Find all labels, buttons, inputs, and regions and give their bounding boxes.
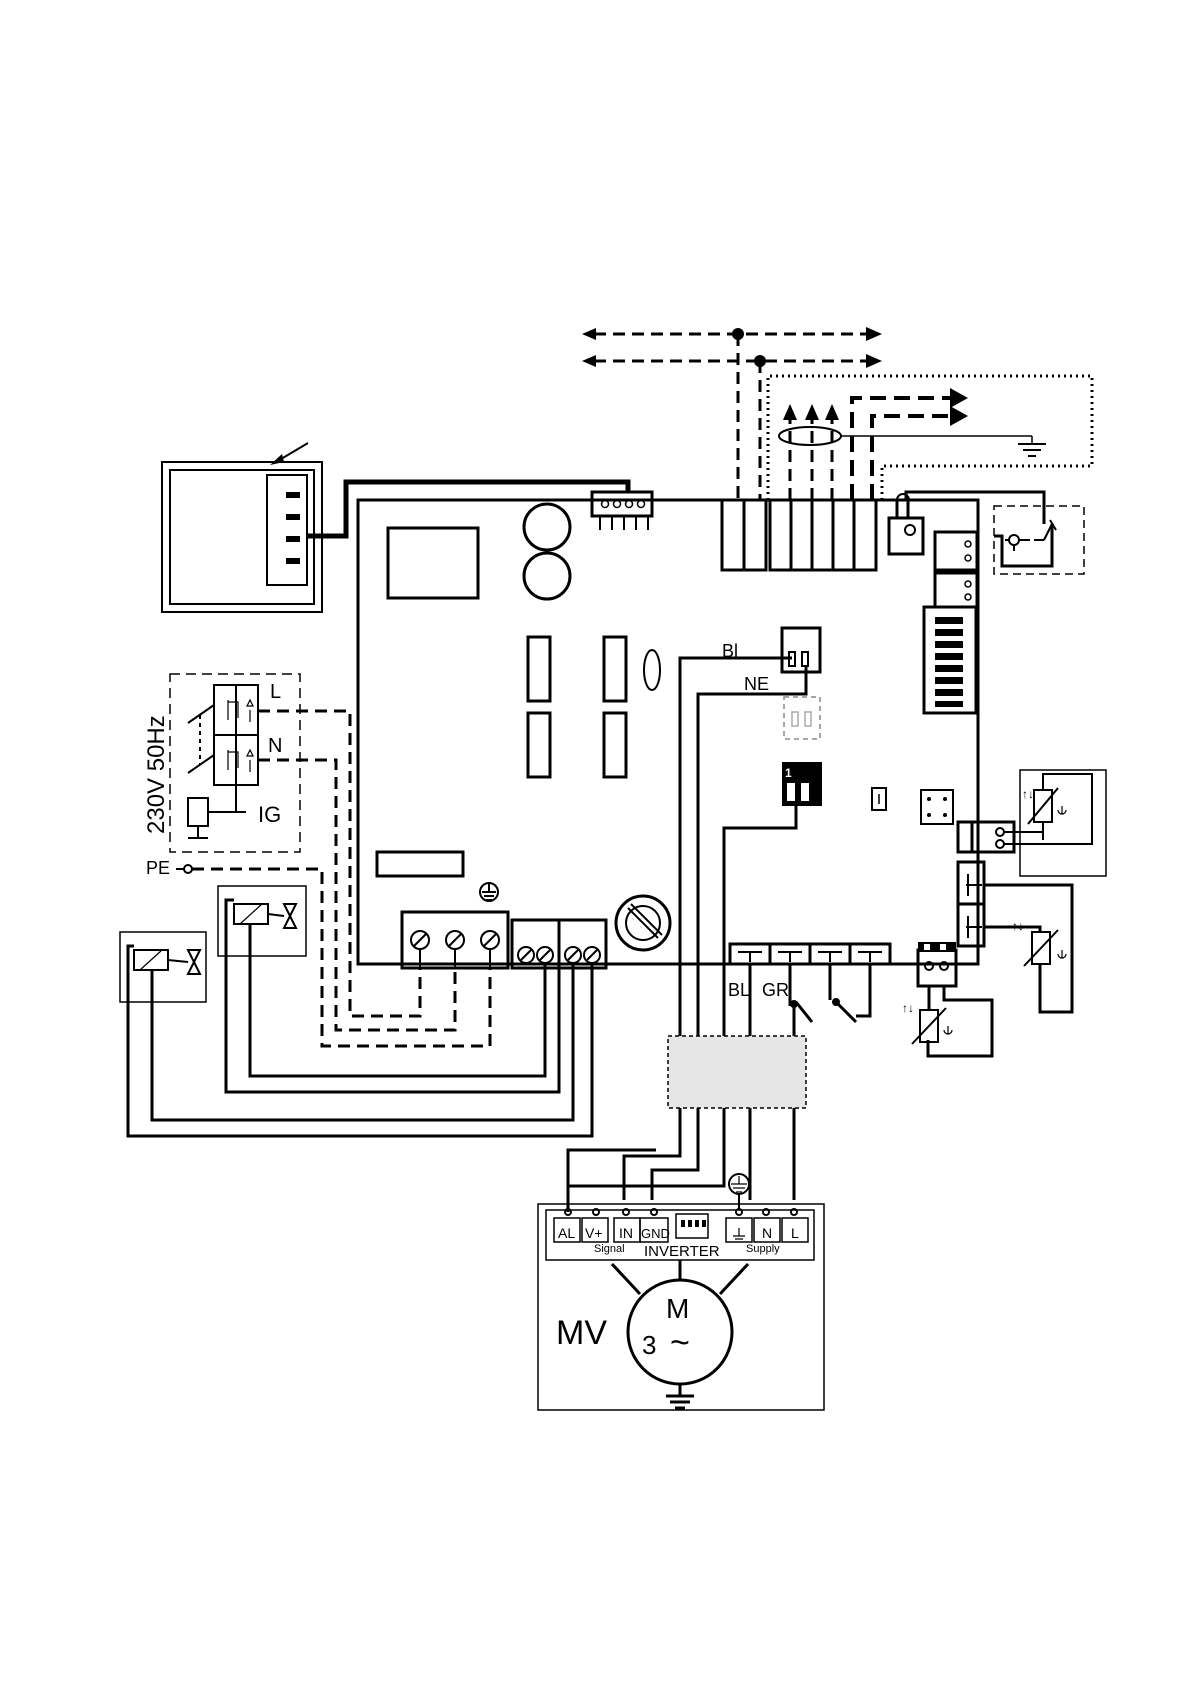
line-label: L: [270, 681, 281, 703]
inverter-title: INVERTER: [644, 1243, 720, 1260]
connector-socket: [935, 532, 977, 570]
jumper-one-label: 1: [785, 766, 792, 780]
capacitor: [524, 553, 570, 599]
thermistor-wire: [984, 885, 1072, 1012]
motor-phases-label: 3: [642, 1330, 656, 1360]
terminal-gnd-label: GND: [641, 1226, 670, 1241]
header-connector: [921, 790, 953, 824]
connector-socket: [935, 573, 977, 607]
svg-text:↑↓: ↑↓: [902, 1001, 914, 1015]
pressure-switch-icon: [994, 506, 1084, 574]
sensor-cable: [872, 416, 955, 500]
relay: [528, 713, 550, 777]
signal-group-label: Signal: [594, 1243, 625, 1255]
flow-arrows: [582, 327, 882, 500]
relay: [604, 713, 626, 777]
motor-ac-label: ~: [670, 1324, 690, 1362]
gr-label: GR: [762, 980, 789, 1000]
main-switch: L N IG: [170, 674, 300, 852]
bl-bottom-label: BL: [728, 980, 750, 1000]
relay: [528, 637, 550, 701]
terminal-in-label: IN: [619, 1225, 633, 1241]
sensor-cable: [852, 398, 955, 500]
al-alarm-wire: [568, 1150, 656, 1212]
supply-group-label: Supply: [746, 1243, 780, 1255]
motor-icon: M 3 ~: [612, 1260, 748, 1408]
terminal-l-label: L: [791, 1225, 799, 1241]
pe-wire: [192, 869, 490, 1046]
fan-connectors: [730, 944, 890, 964]
ne-label: NE: [744, 674, 769, 694]
top-terminal-block: [722, 500, 876, 570]
pe-label: PE: [146, 858, 170, 878]
inverter-motor-unit: AL V+ IN GND N L Signal INVERTER Supply: [538, 1174, 824, 1410]
solenoid-valve-icon: [218, 886, 306, 956]
relay: [604, 637, 626, 701]
terminal-strip-label: [377, 852, 463, 876]
probe-cluster: [779, 404, 1046, 500]
valve-terminal-block: [512, 920, 606, 968]
neutral-label: N: [268, 735, 282, 757]
dip-switches: [935, 617, 963, 707]
valve1-wire: [250, 924, 545, 1076]
solenoid-valve-icon: [120, 932, 206, 1002]
terminal-v-plus-label: V+: [585, 1225, 603, 1241]
dotted-enclosure: [768, 376, 1092, 500]
display-module: [388, 528, 478, 598]
unused-connector: [784, 697, 820, 739]
thermistor-icon: ↑↓: [1020, 770, 1106, 876]
supply-voltage-label: 230V 50Hz: [143, 715, 170, 834]
thermistor-icon: ↑↓: [902, 1001, 952, 1044]
ig-coil: [188, 798, 208, 826]
jumper-wire: [568, 806, 796, 1200]
svg-text:↑↓: ↑↓: [1022, 787, 1034, 801]
pressure-switch-connector: [889, 494, 923, 554]
control-board: 1: [358, 492, 978, 964]
capacitor: [524, 504, 570, 550]
ne-signal-wire: [652, 666, 806, 1200]
pe-terminal: PE: [146, 858, 192, 878]
power-terminal-block: [402, 912, 508, 968]
ground-icon: [480, 883, 498, 901]
terminal-n-label: N: [762, 1225, 772, 1241]
filter-area: [668, 1036, 806, 1108]
ig-label: IG: [258, 802, 281, 827]
motor-name-label: MV: [556, 1314, 607, 1352]
terminal-al-label: AL: [558, 1225, 575, 1241]
motor-m-label: M: [666, 1293, 689, 1324]
valve2-wire: [152, 963, 573, 1120]
fuse: [644, 650, 660, 690]
fan-wire-bridge: [796, 964, 870, 1022]
remote-display-panel: [162, 462, 322, 612]
